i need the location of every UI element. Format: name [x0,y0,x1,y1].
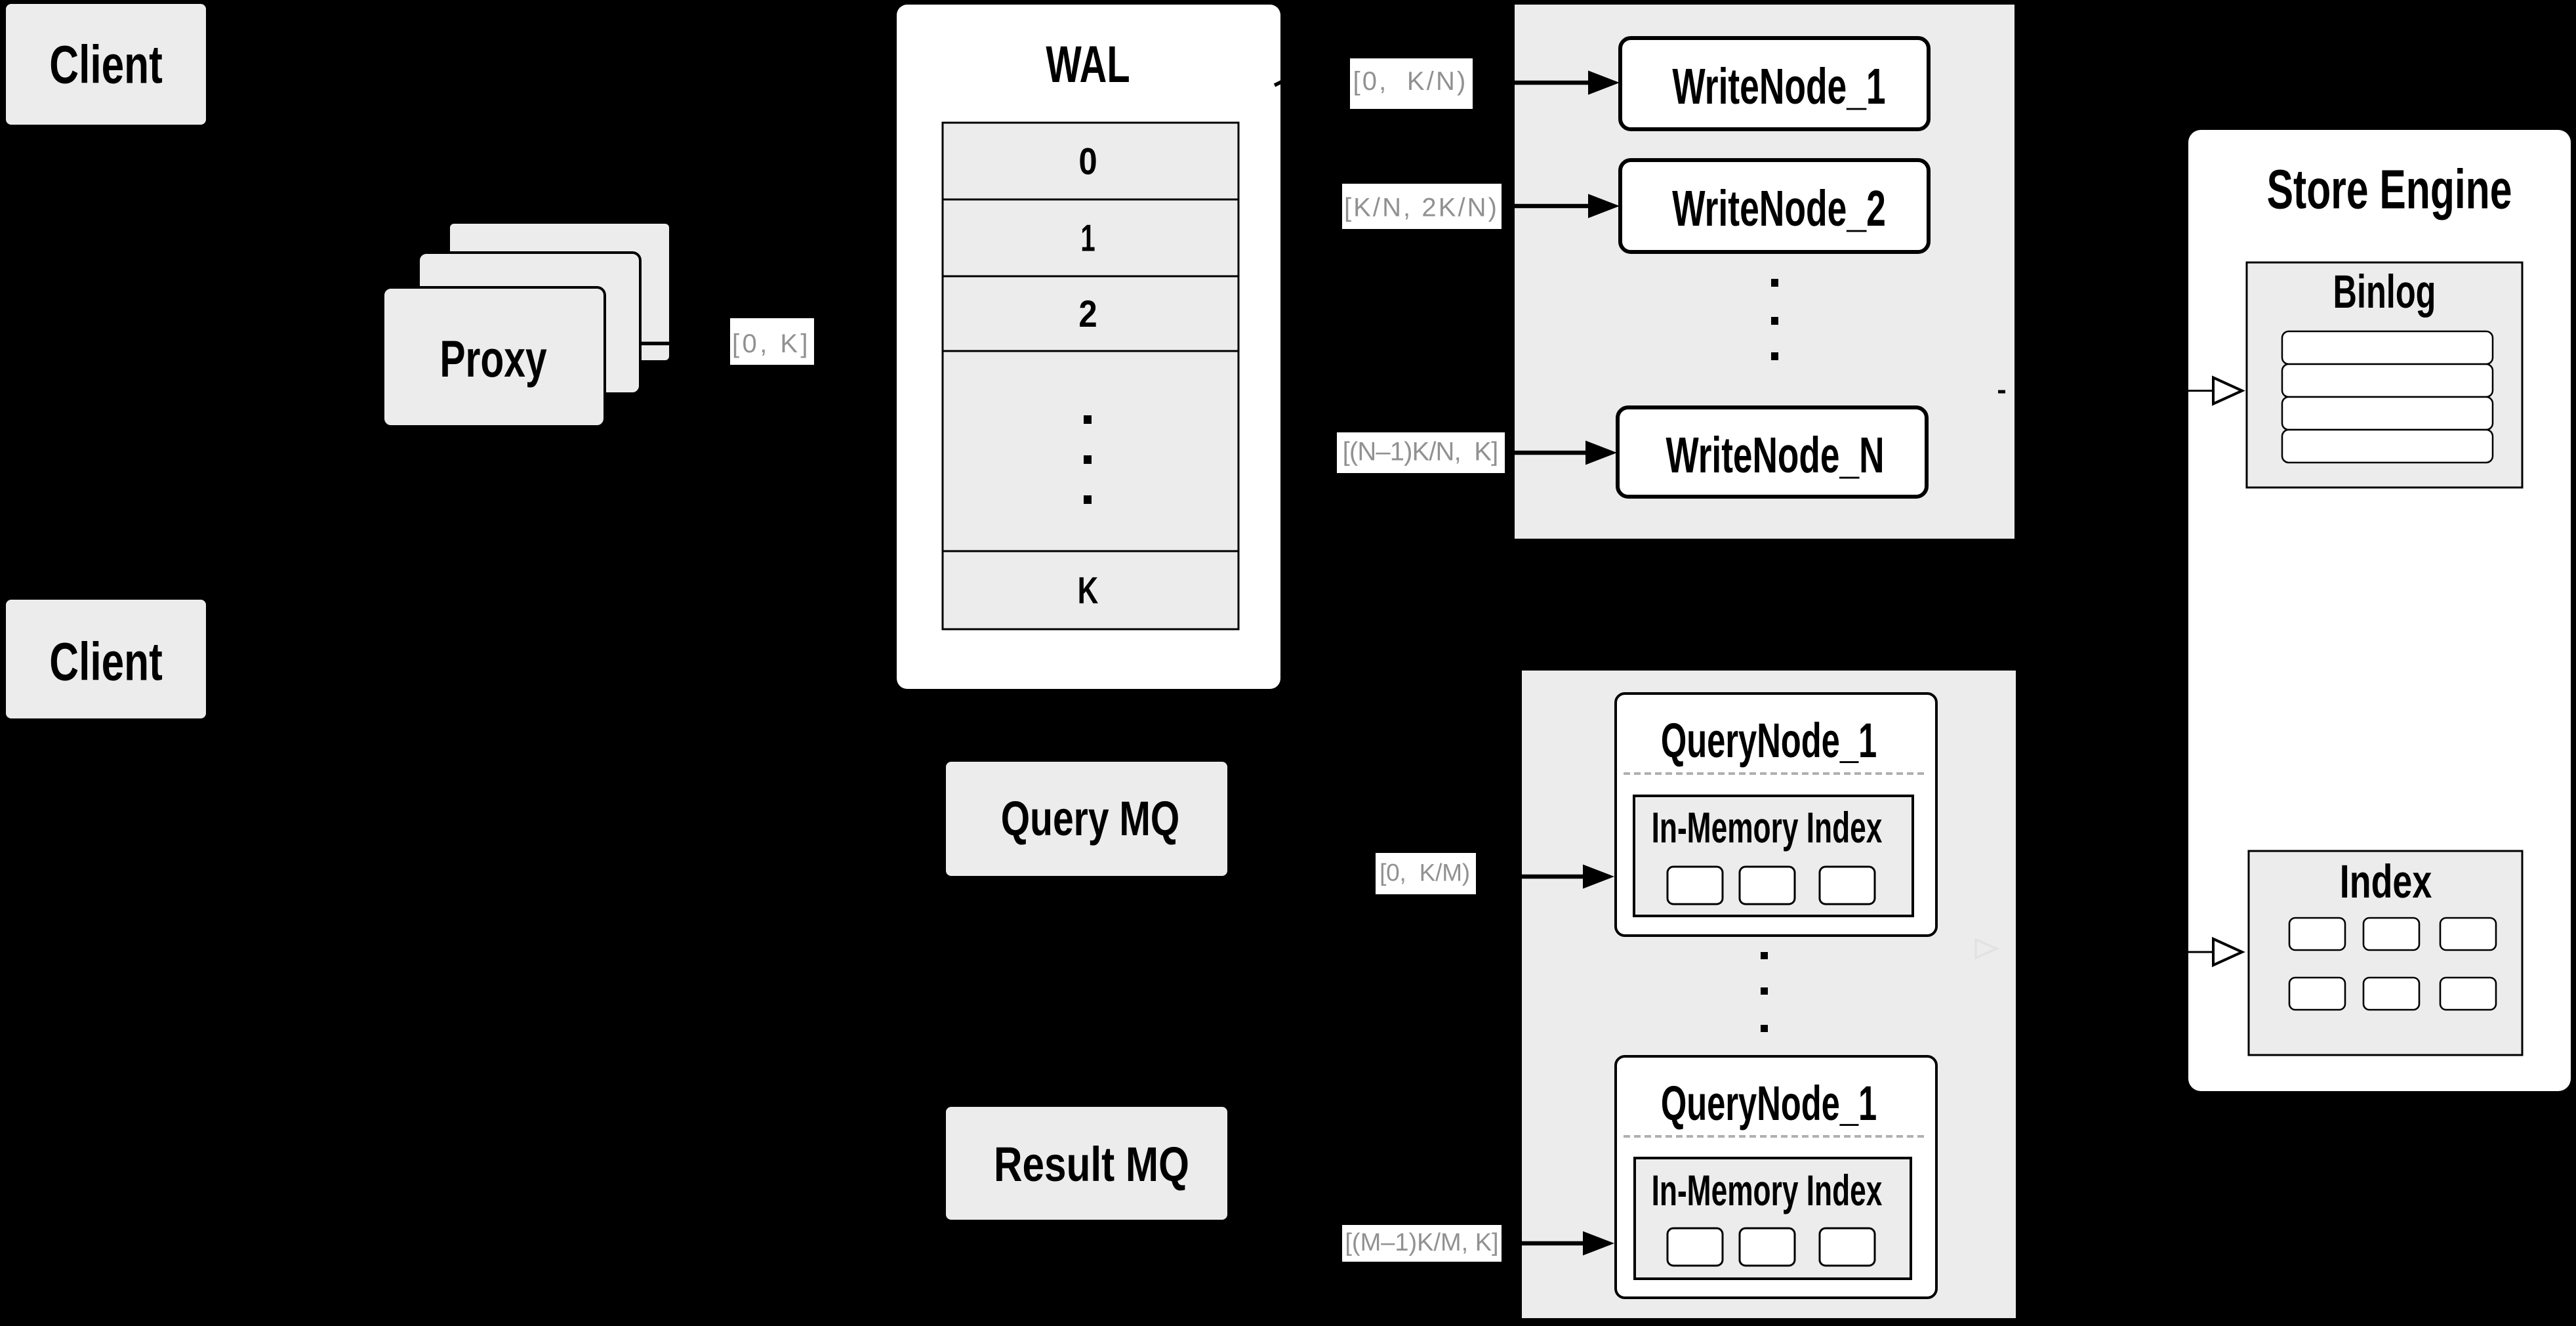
svg-text:1: 1 [1080,218,1095,259]
svg-text:[0, K]: [0, K] [732,329,811,358]
svg-text:Client: Client [49,35,163,94]
svg-text:Result MQ: Result MQ [994,1138,1189,1191]
svg-text:K: K [1078,570,1099,611]
svg-text:WriteNode_2: WriteNode_2 [1672,180,1886,237]
svg-text:In-Memory Index: In-Memory Index [1652,803,1883,852]
svg-text:QueryNode_1: QueryNode_1 [1661,1076,1877,1130]
svg-text:Store Engine: Store Engine [2267,159,2512,220]
svg-text:0: 0 [1078,141,1097,182]
svg-text:QueryNode_1: QueryNode_1 [1661,713,1877,768]
svg-text:WriteNode_N: WriteNode_N [1666,427,1884,484]
svg-text:WriteNode_1: WriteNode_1 [1672,58,1885,115]
svg-text:Client: Client [49,632,163,692]
svg-text:2: 2 [1078,293,1097,335]
svg-text:Query MQ: Query MQ [1001,792,1179,846]
svg-text:Index: Index [2340,856,2432,908]
svg-text:[0, K/N): [0, K/N) [1353,67,1467,96]
svg-text:In-Memory Index: In-Memory Index [1652,1166,1883,1214]
svg-text:WAL: WAL [1046,35,1130,93]
svg-text:Binlog: Binlog [2333,266,2436,318]
svg-text:[K/N, 2K/N): [K/N, 2K/N) [1344,193,1499,222]
svg-text:[(N–1)K/N, K]: [(N–1)K/N, K] [1343,438,1498,466]
svg-text:[(M–1)K/M, K]: [(M–1)K/M, K] [1345,1229,1498,1256]
svg-text:Proxy: Proxy [440,330,547,388]
svg-text:[0, K/M): [0, K/M) [1380,859,1470,886]
